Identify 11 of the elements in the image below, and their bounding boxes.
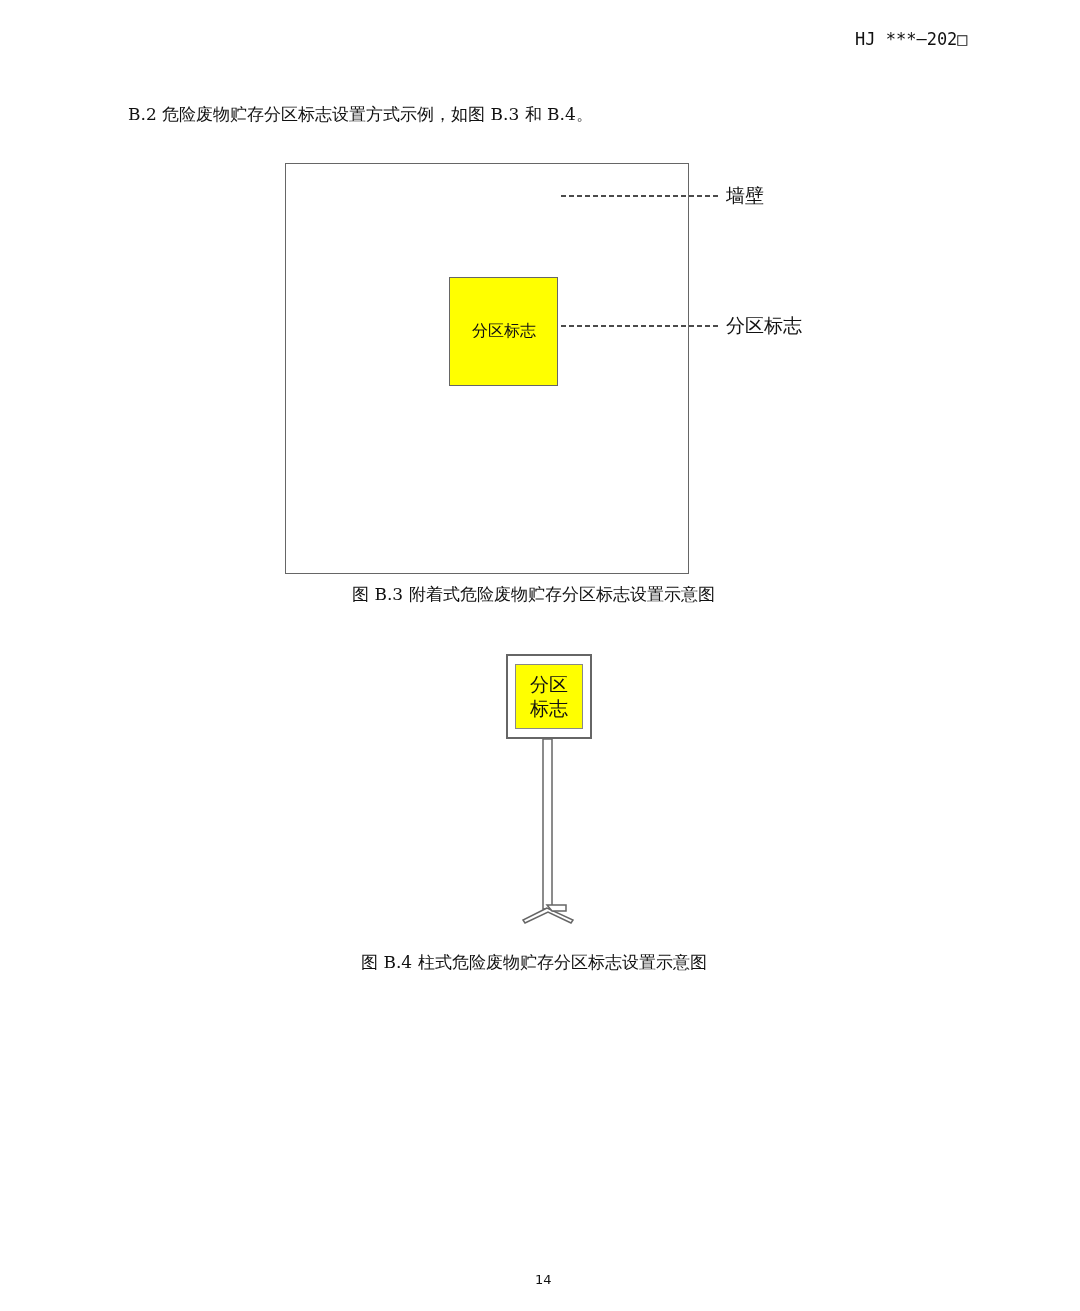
sign-board: 分区标志 [449,277,558,386]
page-number: 14 [535,1272,552,1287]
section-heading: B.2 危险废物贮存分区标志设置方式示例，如图 B.3 和 B.4。 [128,103,593,126]
sign-board: 分区标志 [515,664,583,729]
figure-caption: 图 B.4 柱式危险废物贮存分区标志设置示意图 [361,951,707,974]
leader-label: 墙壁 [726,183,776,209]
sign-frame [506,654,592,739]
wall-square [285,163,689,574]
page-header: HJ ***—202□ [855,29,968,49]
figure-caption: 图 B.3 附着式危险废物贮存分区标志设置示意图 [352,583,715,606]
leader-label: 分区标志 [726,313,816,339]
